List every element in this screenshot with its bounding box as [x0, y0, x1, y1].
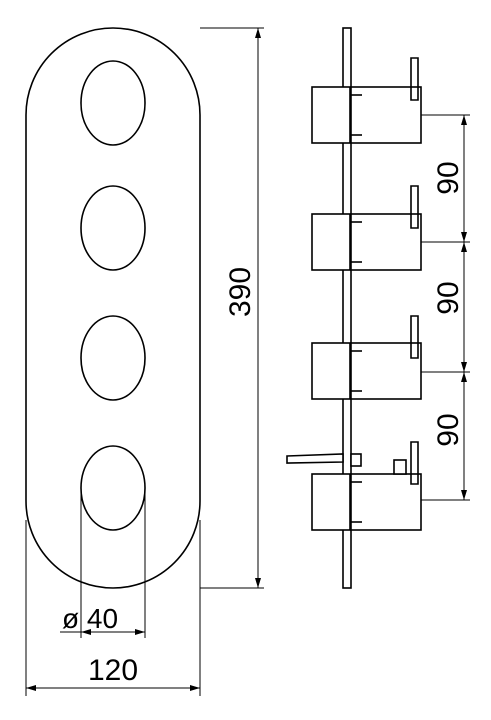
dimension-hole-diameter: ø 40 — [60, 490, 146, 638]
side-handle-2 — [311, 185, 422, 271]
dimension-label-90-3: 90 — [432, 413, 465, 446]
dimension-label-diameter: ø 40 — [62, 603, 118, 634]
opening-3 — [80, 315, 146, 401]
side-handle-3 — [311, 315, 422, 400]
side-handle-1 — [311, 57, 422, 144]
cover-plate-outline — [25, 27, 201, 589]
opening-4 — [80, 445, 146, 531]
dimension-overall-height: 390 — [200, 27, 264, 589]
dimension-spacing: 90 90 90 — [421, 114, 470, 501]
front-view — [25, 27, 201, 589]
dimension-label-120: 120 — [88, 654, 138, 687]
dimension-label-390: 390 — [224, 267, 257, 317]
side-view — [286, 27, 422, 589]
dimension-label-90-1: 90 — [432, 161, 465, 194]
dimension-label-90-2: 90 — [432, 281, 465, 314]
side-wall-plate — [342, 27, 352, 589]
dimension-overall-width: 120 — [25, 520, 201, 696]
opening-2 — [80, 185, 146, 271]
side-diverter-lever — [286, 453, 362, 467]
opening-1 — [80, 60, 146, 146]
side-handle-4 — [311, 441, 422, 531]
